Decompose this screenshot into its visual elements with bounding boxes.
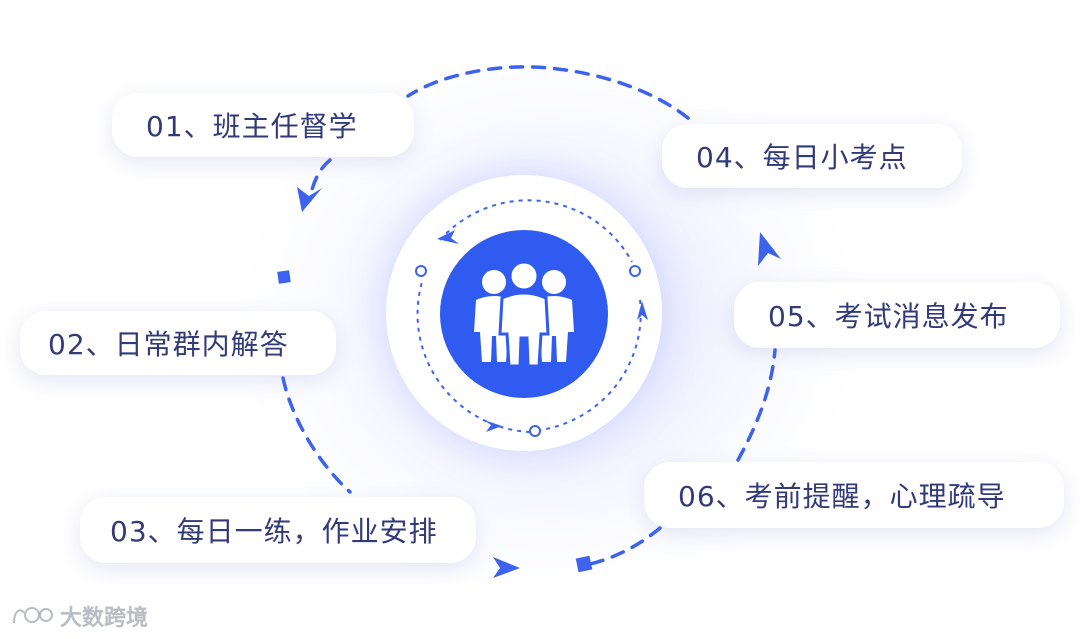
connector-04-to-01: [406, 65, 690, 120]
step-04: 04、每日小考点: [662, 124, 962, 188]
marker-square-02: [277, 270, 291, 284]
step-06-label: 06、考前提醒，心理疏导: [678, 480, 1006, 513]
connector-06-to-03: [588, 526, 662, 566]
step-01-label: 01、班主任督学: [146, 110, 358, 143]
arrow-01-down: [297, 187, 322, 212]
cycle-arrow-right: [637, 301, 648, 320]
step-03-label: 03、每日一练，作业安排: [110, 515, 438, 548]
people-group-icon: [474, 260, 574, 368]
cycle-node-right: [629, 265, 641, 277]
watermark-logo-icon: [13, 607, 53, 624]
center-core: [440, 230, 608, 398]
step-06: 06、考前提醒，心理疏导: [644, 462, 1064, 528]
cycle-node-bottom: [529, 425, 541, 437]
connector-01-down: [308, 158, 332, 202]
step-04-label: 04、每日小考点: [696, 141, 908, 174]
marker-square-06: [575, 555, 593, 573]
arrow-to-04: [758, 232, 781, 266]
watermark: 大数跨境: [10, 600, 148, 632]
cycle-node-left: [415, 265, 427, 277]
step-03: 03、每日一练，作业安排: [80, 497, 476, 563]
step-05-label: 05、考试消息发布: [768, 300, 1009, 333]
cycle-arrow-top: [437, 230, 459, 244]
connector-02-to-03: [281, 376, 352, 494]
watermark-text: 大数跨境: [60, 606, 149, 631]
step-02-label: 02、日常群内解答: [48, 328, 289, 361]
cycle-arrow-bottom: [484, 420, 502, 432]
step-05: 05、考试消息发布: [734, 282, 1060, 348]
step-01: 01、班主任督学: [112, 93, 414, 157]
arrow-to-03: [493, 557, 520, 578]
step-02: 02、日常群内解答: [20, 311, 336, 375]
